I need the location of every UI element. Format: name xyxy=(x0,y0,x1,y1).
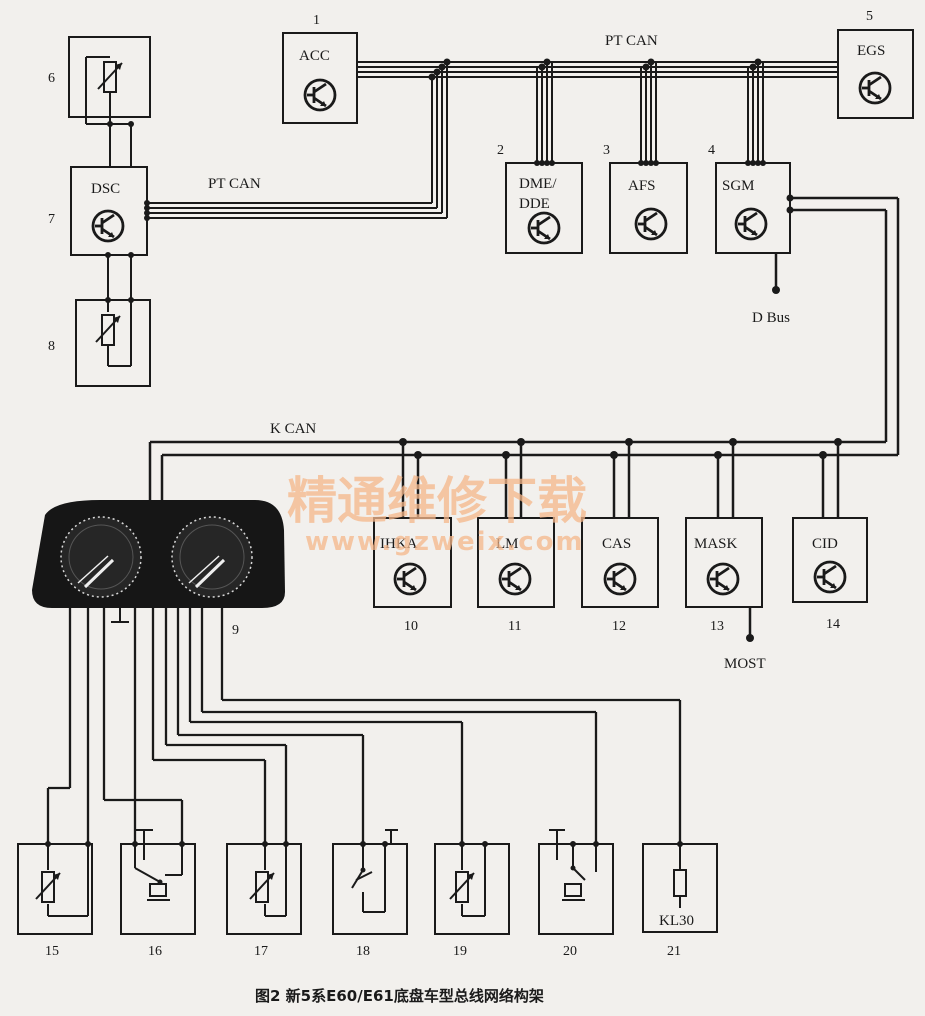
component-21-number: 21 xyxy=(667,944,681,959)
component-17-variable-resistor-icon xyxy=(249,871,275,903)
kl30-label: KL30 xyxy=(659,913,694,929)
d-bus-stub: D Bus xyxy=(752,253,790,326)
cid-number: 14 xyxy=(826,617,840,632)
mask-transistor-icon xyxy=(706,562,740,596)
egs-number: 5 xyxy=(866,9,873,24)
k-can-label: K CAN xyxy=(270,421,316,437)
k-can-bus xyxy=(148,196,900,518)
instrument-cluster[interactable]: 9 xyxy=(32,500,285,638)
cas-transistor-icon xyxy=(603,562,637,596)
component-18-number: 18 xyxy=(356,944,370,959)
dsc-transistor-icon xyxy=(91,209,125,243)
cid-label: CID xyxy=(812,536,838,552)
module-sgm[interactable]: SGM 4 xyxy=(708,143,791,254)
dsc-number: 7 xyxy=(48,212,55,227)
figure-caption: 图2 新5系E60/E61底盘车型总线网络构架 xyxy=(255,987,544,1005)
cid-transistor-icon xyxy=(813,560,847,594)
dme-label: DME/ xyxy=(519,176,557,192)
mask-number: 13 xyxy=(710,619,724,634)
module-dsc[interactable]: DSC 7 xyxy=(48,124,148,256)
mask-label: MASK xyxy=(694,536,738,552)
module-dme-dde[interactable]: DME/ DDE 2 xyxy=(497,143,583,254)
pt-can-left-label: PT CAN xyxy=(208,176,261,192)
acc-transistor-icon xyxy=(303,78,337,112)
watermark-title: 精通维修下载 xyxy=(287,472,587,530)
pt-can-top-label: PT CAN xyxy=(605,33,658,49)
sensor-8[interactable]: 8 xyxy=(48,252,151,387)
pt-can-junctions xyxy=(144,58,766,221)
sensor-8-number: 8 xyxy=(48,339,55,354)
component-20-number: 20 xyxy=(563,944,577,959)
module-cas[interactable]: CAS 12 xyxy=(581,517,659,634)
left-gauge xyxy=(60,516,142,598)
afs-number: 3 xyxy=(603,143,610,158)
dme-number: 2 xyxy=(497,143,504,158)
module-acc[interactable]: ACC 1 xyxy=(282,13,358,124)
most-stub: MOST xyxy=(724,607,766,672)
module-lm[interactable]: LM 11 xyxy=(477,517,555,634)
afs-label: AFS xyxy=(628,178,656,194)
sensor-6[interactable]: 6 xyxy=(48,36,151,167)
lm-label: LM xyxy=(496,536,519,552)
watermark-url: www.gzweix.com xyxy=(305,527,585,557)
sensor-6-variable-resistor-icon xyxy=(97,61,123,93)
component-18-switch[interactable]: 18 xyxy=(332,829,408,959)
component-17-number: 17 xyxy=(254,944,268,959)
egs-transistor-icon xyxy=(858,71,892,105)
component-15-number: 15 xyxy=(45,944,59,959)
component-21-kl30[interactable]: KL30 21 xyxy=(642,843,718,959)
right-gauge xyxy=(171,516,253,598)
component-15-variable-resistor-icon xyxy=(35,871,61,903)
ihka-transistor-icon xyxy=(393,562,427,596)
acc-label: ACC xyxy=(299,48,330,64)
egs-label: EGS xyxy=(857,43,885,59)
most-label: MOST xyxy=(724,656,766,672)
module-ihka[interactable]: IHKA 10 xyxy=(373,517,452,634)
cas-label: CAS xyxy=(602,536,631,552)
k-can-junctions xyxy=(399,194,842,459)
dme-transistor-icon xyxy=(527,211,561,245)
component-20-switch[interactable]: 20 xyxy=(538,829,614,959)
cluster-number: 9 xyxy=(232,623,239,638)
component-17-sensor[interactable]: 17 xyxy=(226,843,302,959)
ihka-number: 10 xyxy=(404,619,418,634)
ihka-label: IHKA xyxy=(380,536,418,552)
cluster-wiring xyxy=(46,608,682,844)
component-19-sensor[interactable]: 19 xyxy=(434,843,510,959)
lm-transistor-icon xyxy=(498,562,532,596)
component-19-variable-resistor-icon xyxy=(449,871,475,903)
pt-can-top-bus xyxy=(147,61,838,219)
d-bus-label: D Bus xyxy=(752,310,790,326)
dde-label: DDE xyxy=(519,196,550,212)
module-afs[interactable]: AFS 3 xyxy=(603,143,688,254)
acc-number: 1 xyxy=(313,13,320,28)
module-egs[interactable]: EGS 5 xyxy=(837,9,914,119)
sgm-transistor-icon xyxy=(734,207,768,241)
sgm-number: 4 xyxy=(708,143,715,158)
sensor-6-number: 6 xyxy=(48,71,55,86)
component-16-switch[interactable]: 16 xyxy=(120,829,196,959)
sensor-8-variable-resistor-icon xyxy=(95,314,121,346)
cas-number: 12 xyxy=(612,619,626,634)
module-cid[interactable]: CID 14 xyxy=(792,517,868,632)
module-mask[interactable]: MASK 13 xyxy=(685,517,763,634)
component-19-number: 19 xyxy=(453,944,467,959)
lm-number: 11 xyxy=(508,619,521,634)
dsc-label: DSC xyxy=(91,181,120,197)
component-15-sensor[interactable]: 15 xyxy=(17,843,93,959)
component-16-number: 16 xyxy=(148,944,162,959)
sgm-label: SGM xyxy=(722,178,755,194)
afs-transistor-icon xyxy=(634,207,668,241)
